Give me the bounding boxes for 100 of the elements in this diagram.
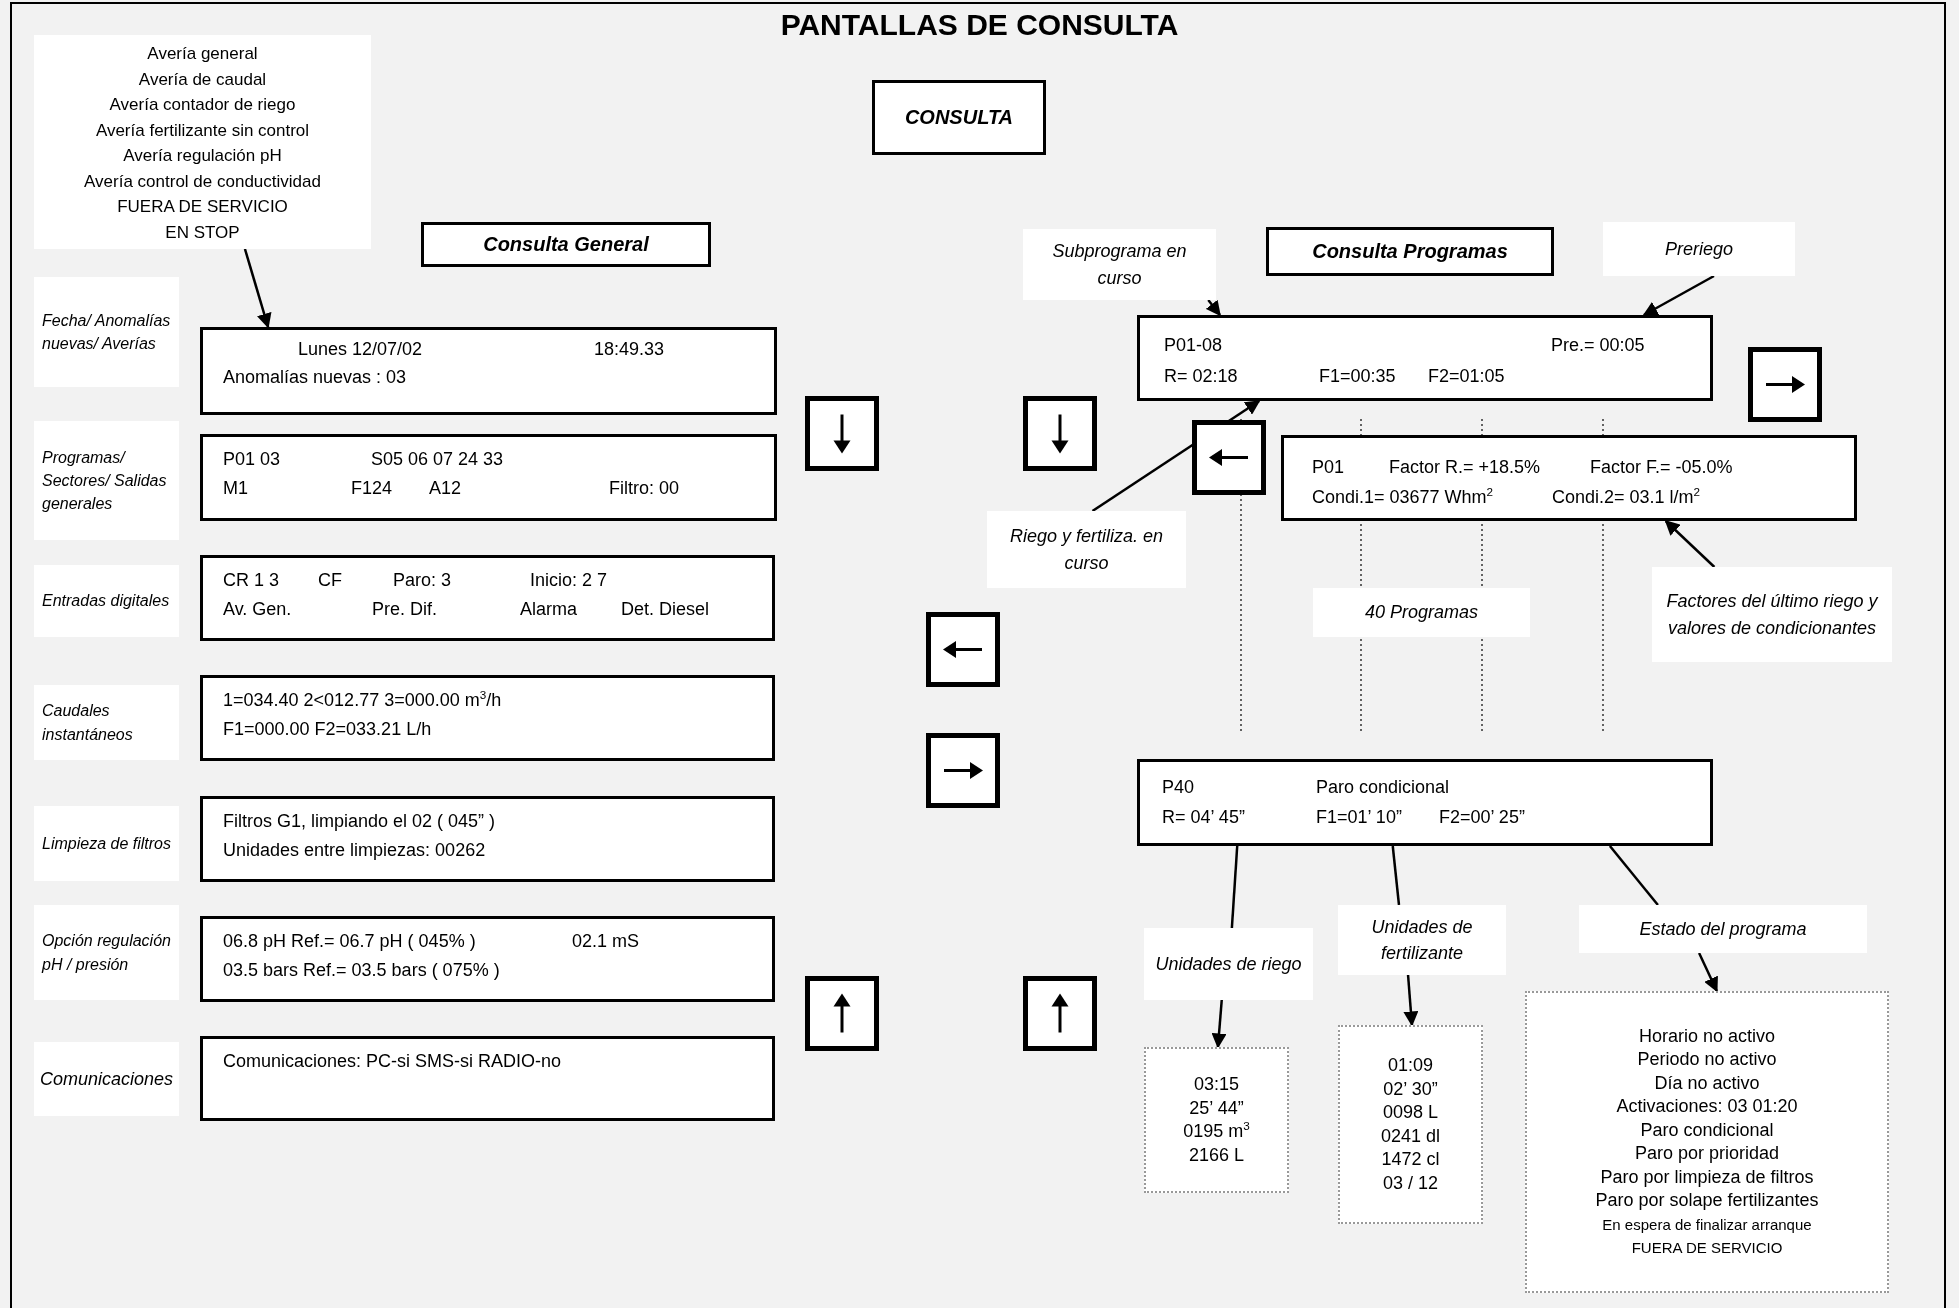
list-item: EN STOP [165, 221, 240, 244]
screen-text: 06.8 pH Ref.= 06.7 pH ( 045% ) [223, 930, 476, 953]
display-screen [200, 916, 775, 1002]
annotation-label [1652, 567, 1892, 662]
screen-text: 1=034.40 2<012.77 3=000.00 m$^{3}$/h [223, 688, 502, 712]
screen-text: Paro: 3 [393, 569, 452, 592]
list-item: 0098 L [1382, 1101, 1439, 1124]
label-text: 40 Programas [1364, 601, 1479, 625]
label-text: Preriego [1664, 237, 1733, 261]
screen-text: Factor F.= -05.0% [1590, 456, 1733, 479]
list-item: Avería control de conductividad [84, 170, 321, 193]
display-screen [1137, 759, 1713, 846]
arrow [1697, 952, 1718, 993]
list-item: 0195 m$^{3}$ [1183, 1120, 1250, 1143]
screen-text: F124 [351, 477, 393, 500]
label-text: Caudales instantáneos [42, 701, 134, 745]
screen-text: Lunes 12/07/02 [298, 338, 423, 361]
display-screen [200, 434, 777, 521]
value-list [1525, 991, 1889, 1293]
screen-text: S05 06 07 24 33 [371, 448, 504, 471]
label-text: Factores del último riego y valores de condicionantes [1665, 590, 1879, 640]
list-item: 02’ 30” [1383, 1077, 1438, 1101]
label-text: Subprograma en curso [1051, 240, 1188, 290]
screen-text: A12 [429, 477, 462, 500]
label-text: Programas/ Sectores/ Salidas generales [42, 447, 168, 515]
label-text: Consulta Programas [1312, 240, 1508, 263]
label-text: Estado del programa [1639, 917, 1807, 941]
screen-text: P40 [1162, 776, 1195, 799]
label-text: Entradas digitales [42, 591, 170, 612]
annotation-label [1579, 905, 1867, 953]
screen-text: Alarma [520, 598, 577, 621]
list-item: Avería regulación pH [123, 145, 282, 167]
screen-text: 02.1 mS [572, 930, 640, 953]
annotation-label [987, 511, 1186, 588]
screen-text: R= 04’ 45” [1162, 806, 1245, 829]
label-text: Opción regulación pH / presión [42, 931, 171, 975]
list-item: Horario no activo [1638, 1024, 1776, 1048]
display-screen [200, 1036, 775, 1121]
value-list [1144, 1047, 1289, 1193]
value-list [1338, 1025, 1483, 1224]
annotation-label [1338, 905, 1506, 975]
arrow [1664, 519, 1716, 568]
screen-text: Condi.1= 03677 Whm$^{2}$ [1312, 485, 1494, 509]
screen-text: Filtros G1, limpiando el 02 ( 045” ) [223, 810, 496, 833]
screen-text: Pre. Dif. [372, 598, 437, 621]
arrow [243, 248, 272, 329]
label-text: Riego y fertiliza. en curso [1008, 525, 1165, 575]
screen-text: Filtro: 00 [609, 477, 680, 500]
screen-text: Paro condicional [1316, 776, 1450, 799]
list-item: Avería de caudal [138, 68, 267, 91]
screen-text: F1=00:35 [1319, 365, 1396, 388]
list-item: Activaciones: 03 01:20 [1616, 1095, 1798, 1118]
label-text: Consulta General [483, 233, 649, 256]
arrow [1211, 999, 1227, 1049]
list-item: En espera de finalizar arranque [1602, 1214, 1812, 1235]
label-text: Limpieza de filtros [42, 833, 171, 854]
list-item: Avería general [147, 43, 258, 65]
list-item: FUERA DE SERVICIO [117, 196, 288, 218]
screen-text: P01 [1312, 456, 1345, 479]
screen-text: M1 [223, 477, 248, 500]
display-screen [200, 555, 775, 641]
screen-text: Av. Gen. [223, 598, 292, 621]
list-item: 0241 dl [1380, 1124, 1441, 1148]
display-screen [1137, 315, 1713, 401]
label-text: Unidades de fertilizante [1370, 915, 1474, 965]
screen-text: Pre.= 00:05 [1551, 334, 1645, 357]
list-item: Avería contador de riego [109, 94, 296, 116]
screen-text: F1=01’ 10” [1316, 806, 1402, 829]
screen-text: F1=000.00 F2=033.21 L/h [223, 718, 432, 741]
arrow [1205, 299, 1221, 317]
list-item: 01:09 [1387, 1054, 1433, 1077]
list-item: Paro por prioridad [1634, 1142, 1780, 1165]
screen-text: P01 03 [223, 448, 281, 471]
screen-text: CF [318, 569, 342, 592]
label-text: Unidades de riego [1155, 952, 1302, 976]
list-item: FUERA DE SERVICIO [1631, 1238, 1783, 1258]
list-item: 03 / 12 [1382, 1171, 1438, 1195]
list-item: Día no activo [1654, 1071, 1760, 1095]
list-item: Paro por limpieza de filtros [1600, 1165, 1814, 1189]
screen-text: Unidades entre limpiezas: 00262 [223, 839, 486, 862]
title-box [421, 222, 711, 267]
display-screen [200, 675, 775, 761]
screen-text: Condi.2= 03.1 l/m$^{2}$ [1552, 485, 1701, 509]
leader-line [1391, 845, 1401, 906]
display-screen [200, 327, 777, 415]
leader-line [1230, 845, 1239, 929]
screen-text: F2=00’ 25” [1439, 806, 1525, 829]
list-item: 1472 cl [1381, 1148, 1440, 1171]
screen-text: Factor R.= +18.5% [1389, 456, 1541, 479]
label-text: Comunicaciones [39, 1067, 174, 1091]
list-item: Paro por solape fertilizantes [1595, 1189, 1819, 1212]
leader-line [1608, 845, 1659, 906]
annotation-label [1603, 222, 1795, 276]
screen-text: Anomalías nuevas : 03 [223, 366, 407, 389]
list-item: Paro condicional [1640, 1118, 1774, 1142]
list-item: Periodo no activo [1637, 1048, 1777, 1071]
list-item: 25’ 44” [1189, 1096, 1244, 1120]
arrow [1642, 274, 1715, 317]
diagram-title: PANTALLAS DE CONSULTA [779, 8, 1180, 42]
screen-text: R= 02:18 [1164, 365, 1238, 388]
